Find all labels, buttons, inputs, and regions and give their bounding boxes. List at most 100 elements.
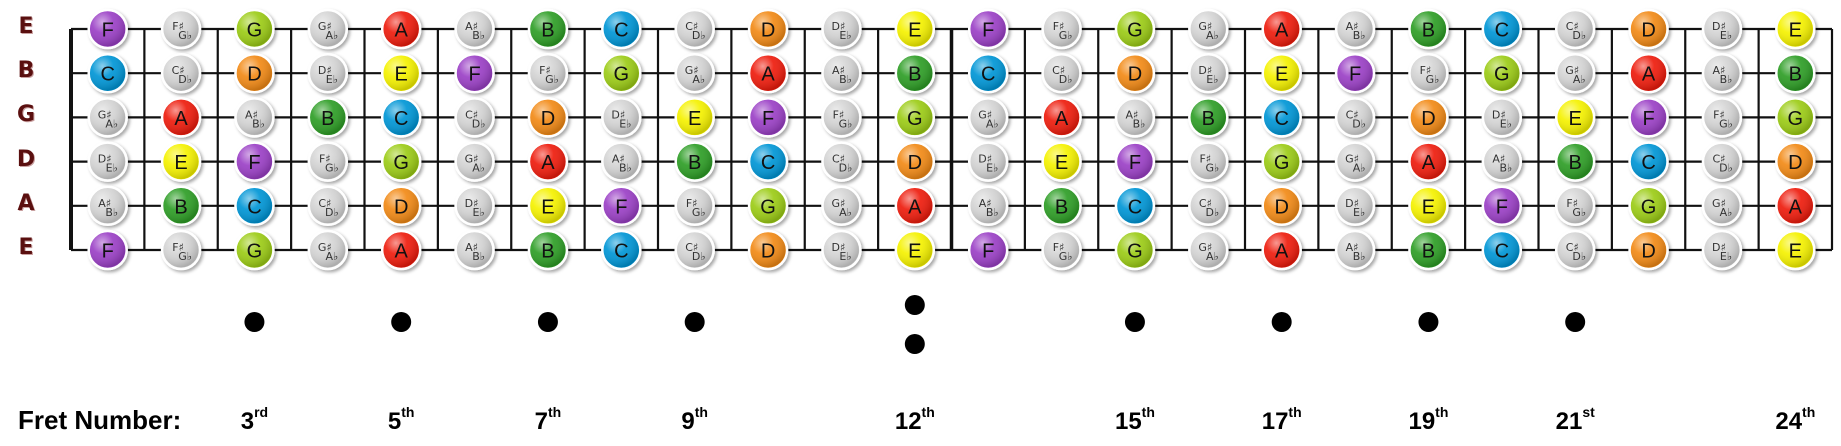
note-marker: C♯D♭ — [307, 185, 349, 227]
note-label: C — [1495, 20, 1509, 42]
note-label: G — [1127, 241, 1143, 263]
note-marker: D♯E♭ — [601, 97, 642, 138]
note-marker: G♯A♭ — [967, 97, 1009, 138]
note-label: G — [907, 108, 923, 130]
note-shine — [1777, 55, 1813, 91]
note-shine — [897, 144, 933, 180]
note-shine — [1631, 144, 1667, 180]
note-shine — [1190, 55, 1226, 91]
note-marker: C — [601, 8, 642, 50]
inlay-dot — [1271, 312, 1292, 332]
note-marker: A — [894, 185, 936, 227]
note-marker: B — [160, 185, 202, 227]
note-shine — [1044, 232, 1080, 268]
note-marker: G♯A♭ — [307, 8, 349, 50]
note-shine — [1631, 232, 1667, 268]
note-label: C♯D♭ — [172, 64, 192, 86]
string-label: A — [17, 190, 35, 216]
note-shine — [970, 11, 1006, 47]
note-label: A — [541, 152, 555, 174]
note-marker: F — [967, 8, 1009, 50]
note-shine — [1337, 232, 1373, 268]
note-shine — [1117, 55, 1153, 91]
note-marker: B — [527, 229, 569, 271]
note-label: D — [1641, 20, 1655, 42]
note-label: A♯B♭ — [465, 20, 485, 42]
note-label: A — [174, 108, 188, 130]
note-label: E — [1789, 20, 1802, 42]
note-label: C — [247, 196, 261, 218]
note-label: D — [1128, 64, 1142, 86]
note-shine — [310, 11, 346, 47]
note-label: B — [174, 196, 187, 218]
note-shine — [383, 232, 419, 268]
note-shine — [457, 232, 493, 268]
note-marker: A — [380, 229, 422, 271]
note-label: F♯G♭ — [686, 197, 706, 219]
note-label: D — [908, 152, 922, 174]
note-shine — [90, 99, 126, 135]
note-marker: C — [601, 229, 642, 271]
note-shine — [90, 55, 126, 91]
note-label: G♯A♭ — [465, 153, 485, 175]
note-marker: A♯B♭ — [87, 185, 128, 227]
note-shine — [1631, 55, 1667, 91]
note-label: C — [1128, 196, 1142, 218]
fret-number-label: 7th — [534, 404, 562, 435]
note-label: B — [1422, 20, 1435, 42]
note-marker: G — [380, 141, 422, 182]
note-marker: E — [1261, 52, 1302, 94]
note-label: G♯A♭ — [1712, 197, 1732, 219]
note-shine — [750, 99, 786, 135]
note-shine — [1484, 232, 1520, 268]
note-marker: D♯E♭ — [1334, 185, 1376, 227]
note-label: A — [1789, 196, 1803, 218]
note-marker: G♯A♭ — [674, 52, 715, 94]
note-marker: A♯B♭ — [454, 8, 495, 50]
note-label: A♯B♭ — [1346, 20, 1366, 42]
note-marker: G — [1775, 97, 1816, 138]
note-shine — [897, 188, 933, 224]
inlay-dot — [1124, 312, 1145, 332]
note-marker: A — [747, 52, 789, 94]
note-marker: G♯A♭ — [1554, 52, 1596, 94]
note-shine — [677, 11, 713, 47]
note-marker: B — [1775, 52, 1816, 94]
note-shine — [1704, 55, 1740, 91]
note-marker: E — [1775, 8, 1816, 50]
note-marker: F♯G♭ — [674, 185, 715, 227]
note-shine — [457, 55, 493, 91]
note-shine — [603, 99, 639, 135]
note-marker: G — [234, 229, 275, 271]
note-marker: A♯B♭ — [1481, 141, 1523, 182]
note-label: G — [247, 20, 263, 42]
note-marker: E — [160, 141, 202, 182]
note-label: E — [1055, 152, 1068, 174]
note-shine — [1190, 99, 1226, 135]
note-shine — [603, 55, 639, 91]
note-label: F♯G♭ — [1199, 153, 1219, 175]
note-label: A — [1275, 241, 1289, 263]
note-marker: F♯G♭ — [1408, 52, 1449, 94]
note-shine — [1410, 188, 1446, 224]
note-label: D♯E♭ — [1712, 241, 1732, 263]
note-marker: E — [1554, 97, 1596, 138]
note-label: G♯A♭ — [978, 108, 998, 130]
note-shine — [236, 144, 272, 180]
note-label: A♯B♭ — [612, 153, 632, 175]
note-label: D♯E♭ — [318, 64, 338, 86]
note-shine — [1264, 11, 1300, 47]
inlay-dot — [391, 312, 412, 332]
note-label: F — [468, 64, 480, 86]
note-label: C — [100, 64, 114, 86]
note-label: F♯G♭ — [1566, 197, 1586, 219]
note-label: C♯D♭ — [1712, 153, 1732, 175]
note-marker: C — [380, 97, 422, 138]
note-label: E — [908, 20, 921, 42]
note-shine — [236, 99, 272, 135]
note-marker: D♯E♭ — [821, 229, 862, 271]
note-marker: C♯D♭ — [160, 52, 202, 94]
note-label: C — [1495, 241, 1509, 263]
note-marker: C♯D♭ — [1188, 185, 1229, 227]
note-shine — [603, 144, 639, 180]
